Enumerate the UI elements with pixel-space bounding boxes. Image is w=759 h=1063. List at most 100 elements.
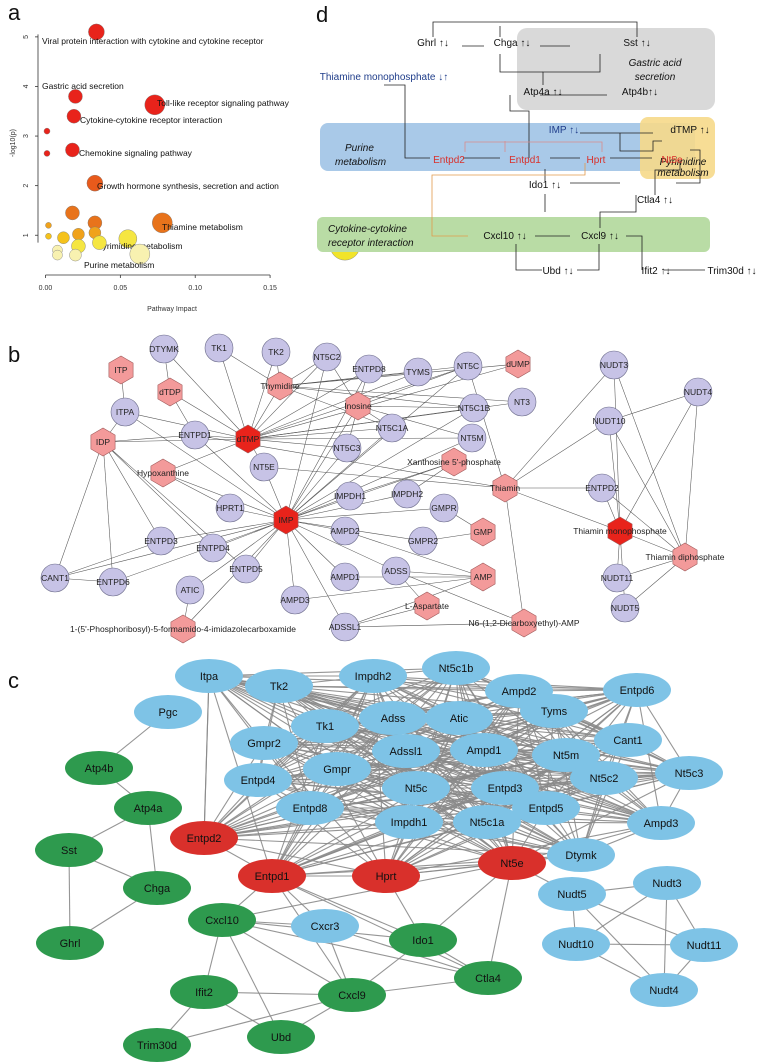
connector-line [509,95,530,151]
gene-node-itpa [175,659,243,693]
network-c-edge [571,893,665,991]
metabolite-label: Thiamin diphosphate [646,552,725,562]
gene-node-nt5c3 [332,433,362,463]
gene-label: Cant1 [613,735,642,747]
network-c-edge [385,787,506,877]
network-b-edge [163,348,249,440]
network-b-edge [247,437,473,440]
gene-label: NT5E [253,462,275,472]
metabolite-node-idp [90,427,116,457]
network-b-edge [102,441,214,549]
network-c-edge [580,739,629,856]
pathway-box [640,117,715,179]
network-b-edge [608,420,621,532]
gene-node-nt5c1a [453,805,521,839]
gene-node-nt5e [478,846,546,880]
gene-label: Ampd1 [467,745,502,757]
network-c-edge [257,779,387,877]
gene-label: ITPA [116,407,135,417]
metabolite-node-dtmp [235,424,261,454]
gene-label: NUDT4 [684,387,713,397]
metabolite-node-dtdp [157,377,183,407]
metabolite-label: ITP [114,365,128,375]
network-c-edge [208,667,457,677]
panel-label-b: b [8,342,20,367]
metabolite-label: dTMP [237,434,260,444]
network-b-edge [279,385,393,429]
metabolite-label: dUMP [506,359,530,369]
network-b-edge [162,438,249,474]
network-b-edge [279,363,519,387]
metabolite-label: IDP [96,437,111,447]
gene-node-nt5c1a [377,413,407,443]
gene-label: NUDT11 [601,573,634,583]
diagram-item-trim30d: Trim30d ↑↓ [707,266,756,277]
diagram-item-dtmp: dTMP ↑↓ [670,125,709,136]
network-c-edge [203,675,374,839]
diagram-item-chga: Chga ↑↓ [494,38,531,49]
gene-node-ghrl [36,926,104,960]
gene-label: Entpd2 [187,833,222,845]
data-point [65,142,80,158]
network-b-edge [285,507,445,521]
diagram-item-atp4a: Atp4a ↑↓ [524,87,563,98]
gene-node-nudt11 [602,563,632,593]
gene-label: ENTPD5 [229,564,263,574]
connector-line [384,84,430,159]
gene-label: Entpd6 [620,685,655,697]
metabolite-label: Hypoxanthine [137,468,189,478]
gene-label: NUDT10 [592,416,625,426]
network-b-edge [285,519,346,628]
gene-label: Pgc [159,707,178,719]
network-c-edge [487,862,513,979]
network-b-edge [279,385,475,409]
gene-node-atic [175,575,205,605]
diagram-item-imp: IMP ↑↓ [549,125,579,136]
network-c-edge [415,772,690,789]
gene-node-nt5c1b [422,651,490,685]
gene-label: ENTPD6 [96,577,130,587]
gene-node-adss [359,701,427,735]
metabolite-label: Xanthosine 5'-phosphate [407,457,501,467]
metabolite-label: GMP [473,527,493,537]
diagram-item-thiamine-monophosphate: Thiamine monophosphate ↓↑ [320,72,448,83]
network-b-edge [285,356,328,521]
data-point [66,109,82,124]
connector-line [499,54,543,73]
connector-line [599,195,637,228]
gene-node-nt5c [453,351,483,381]
y-tick-label: 1 [23,233,30,237]
metabolite-node-thiamin-diphosphate [672,542,698,572]
data-point [43,127,51,135]
network-b-edge [613,364,621,532]
gene-label: Atp4a [134,803,164,815]
gene-node-tk2 [261,337,291,367]
gene-label: Nt5e [500,858,523,870]
gene-node-dtymk [547,838,615,872]
data-point [88,23,105,41]
gene-node-adssl1 [372,734,440,768]
network-b-edge [54,540,162,579]
network-b-edge [102,441,162,542]
gene-label: Cxcl10 [205,915,239,927]
network-b-edge [285,519,397,572]
gene-node-sst [35,833,103,867]
network-b-edge [357,365,469,407]
gene-node-entpd4 [198,533,228,563]
connector-line [515,244,542,271]
gene-label: Nudt4 [649,985,678,997]
gene-node-nt5c2 [312,342,342,372]
network-c-edge [271,875,489,979]
gene-node-nt5c3 [655,756,723,790]
x-tick-label: 0.00 [39,285,53,292]
gene-label: Entpd3 [488,783,523,795]
gene-node-tk1 [291,709,359,743]
gene-label: AMPD3 [280,595,310,605]
network-b-edge [247,371,419,440]
metabolite-node-thiamin-monophosphate [607,516,633,546]
gene-node-hprt [352,859,420,893]
network-b-edge [285,365,469,521]
network-c-edge [221,862,513,921]
metabolite-node-l-aspartate [414,591,440,621]
